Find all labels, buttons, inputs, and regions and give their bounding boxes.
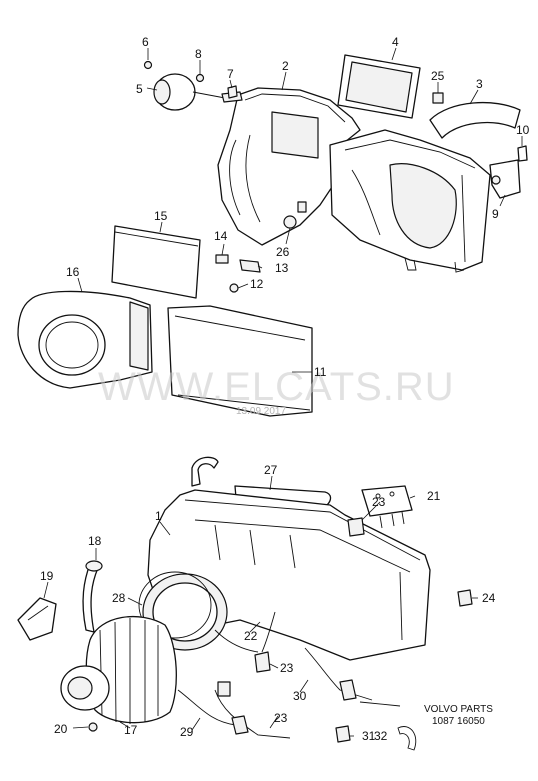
callout-6: 6 [142, 35, 149, 49]
heater-core-part-11 [167, 305, 313, 417]
callout-30: 29 [180, 725, 194, 739]
resistor-part-21 [361, 485, 413, 529]
callout-23a: 23 [372, 495, 386, 509]
screw-part-6 [143, 60, 153, 70]
callout-22: 22 [244, 629, 258, 643]
callout-4: 4 [392, 35, 399, 49]
callout-18: 18 [88, 534, 102, 548]
callout-17: 17 [124, 723, 138, 737]
watermark-text: WWW.ELCATS.RU [98, 365, 455, 409]
callout-10: 10 [516, 123, 530, 137]
upper-heater-housing [217, 87, 491, 273]
callout-33: 32 [374, 729, 388, 743]
callout-9: 9 [492, 207, 499, 221]
callout-7: 7 [227, 67, 234, 81]
nut-part-26 [432, 92, 444, 104]
callout-27: 26 [276, 245, 290, 259]
callout-12: 12 [250, 277, 264, 291]
screw-part-8 [195, 73, 205, 83]
callout-1: 1 [155, 509, 162, 523]
screw-part-12 [229, 283, 239, 293]
callout-25: 24 [482, 591, 496, 605]
heater-casing-part-1 [142, 489, 431, 661]
duct-flange-part-16 [17, 290, 153, 389]
watermark-date: 13.09.2017 [236, 406, 286, 417]
callout-3: 3 [476, 77, 483, 91]
leader-lines [43, 47, 523, 737]
callout-15: 15 [154, 209, 168, 223]
sensor-wires-parts-24-30-31 [177, 647, 417, 751]
ring-part-29 [138, 571, 212, 639]
callout-32: 31 [362, 729, 376, 743]
callout-21: 21 [427, 489, 441, 503]
callout-13: 13 [275, 261, 289, 275]
bracket-parts-9-10 [489, 145, 528, 199]
callout-19: 19 [40, 569, 54, 583]
callout-23b: 23 [280, 661, 294, 675]
connector-part-23a [347, 517, 365, 537]
blower-motor-part-17 [60, 615, 177, 724]
callout-26: 25 [431, 69, 445, 83]
callout-31: 30 [293, 689, 307, 703]
footer-code: 1087 16050 [432, 716, 485, 727]
screw-part-20 [88, 722, 98, 732]
nozzle-part-19 [17, 597, 57, 641]
hose-part-18 [82, 560, 103, 633]
callout-16: 16 [66, 265, 80, 279]
flap-part-15 [111, 225, 201, 299]
callout-11: 11 [314, 365, 327, 379]
callout-28: 27 [264, 463, 278, 477]
callout-numbers: 6 8 5 7 2 4 25 3 10 9 26 13 12 14 15 16 … [40, 35, 530, 743]
callout-14: 14 [214, 229, 228, 243]
callout-5: 5 [136, 82, 143, 96]
clip-part-25 [457, 589, 473, 607]
bushing-part-14 [215, 254, 229, 264]
connector-part-23b [254, 651, 271, 673]
wiring-part-22 [214, 611, 276, 653]
clip-part-7 [227, 85, 238, 99]
curved-seal-part-3 [429, 102, 521, 139]
callout-2: 2 [282, 59, 289, 73]
callout-29: 28 [112, 591, 126, 605]
callout-24: 23 [274, 711, 288, 725]
callout-8: 8 [195, 47, 202, 61]
callout-20: 20 [54, 722, 68, 736]
footer-brand: VOLVO PARTS [424, 704, 493, 715]
lever-part-13 [239, 259, 261, 273]
filter-frame-part-4 [337, 54, 421, 119]
